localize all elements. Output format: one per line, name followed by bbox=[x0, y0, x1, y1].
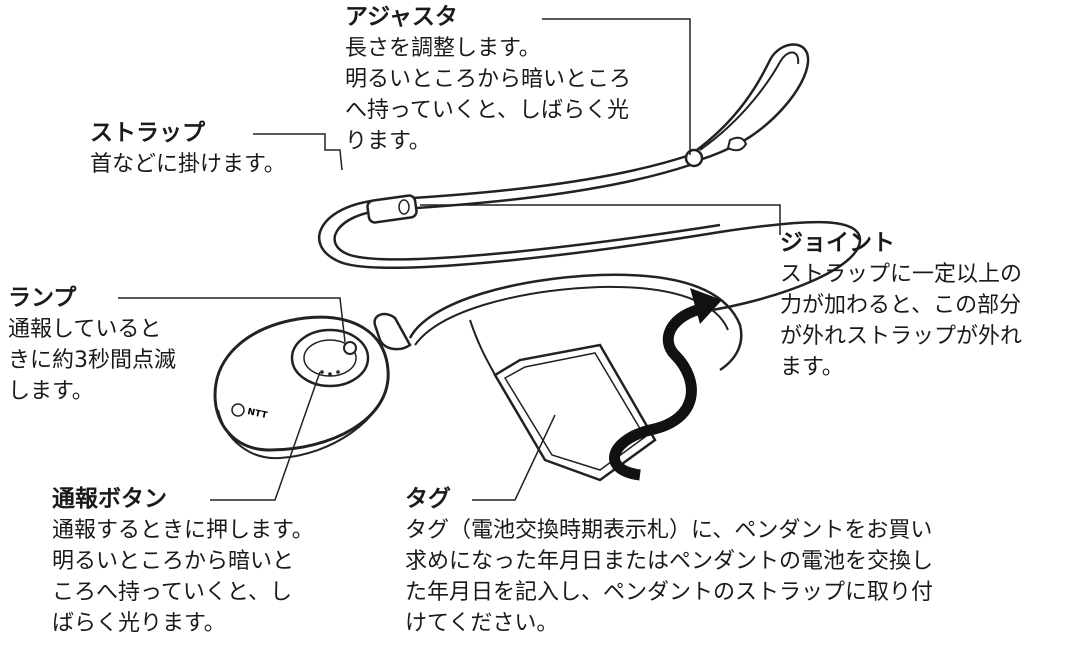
adjuster-bead bbox=[684, 148, 704, 168]
strap-loop bbox=[318, 153, 862, 314]
label-tag: タグ タグ（電池交換時期表示札）に、ペンダントをお買い 求めになった年月日または… bbox=[405, 484, 933, 639]
ntt-logo-icon bbox=[231, 403, 245, 417]
joint-desc: ストラップに一定以上の 力が加わると、この部分 が外れストラップが外れ ます。 bbox=[780, 262, 1023, 380]
strap-top-loop-inner bbox=[699, 51, 800, 151]
leader-joint bbox=[420, 204, 781, 235]
tag-card bbox=[493, 343, 657, 482]
adjuster-title: アジャスタ bbox=[345, 4, 458, 30]
lamp-title: ランプ bbox=[8, 285, 77, 311]
label-call-button: 通報ボタン 通報するときに押します。 明るいところから暗いと ころへ持っていくと… bbox=[52, 484, 314, 639]
label-lamp: ランプ 通報していると きに約3秒間点滅 します。 bbox=[8, 283, 176, 407]
joint-title: ジョイント bbox=[780, 230, 895, 256]
arrow-head-icon bbox=[690, 288, 722, 324]
lamp-indicator bbox=[343, 341, 357, 355]
knot-icon bbox=[726, 136, 748, 152]
pendant-device: NTT bbox=[213, 315, 390, 460]
joint-part bbox=[366, 194, 418, 224]
label-adjuster: アジャスタ 長さを調整します。 明るいところから暗いところ へ持っていくと、しば… bbox=[345, 2, 631, 157]
leader-adjuster bbox=[542, 18, 691, 155]
leader-call-button bbox=[210, 371, 321, 501]
label-strap: ストラップ 首などに掛けます。 bbox=[90, 118, 286, 180]
device-logo: NTT bbox=[246, 407, 269, 421]
tag-desc: タグ（電池交換時期表示札）に、ペンダントをお買い 求めになった年月日またはペンダ… bbox=[405, 518, 934, 636]
leader-tag bbox=[472, 414, 556, 501]
leader-lamp bbox=[118, 297, 346, 343]
strap-top-loop bbox=[689, 43, 810, 164]
detach-arrow bbox=[609, 302, 707, 481]
label-joint: ジョイント ストラップに一定以上の 力が加わると、この部分 が外れストラップが外… bbox=[780, 228, 1022, 383]
strap-lower bbox=[408, 273, 743, 372]
leader-strap bbox=[253, 133, 343, 171]
call-button-desc: 通報するときに押します。 明るいところから暗いと ころへ持っていくと、し ばらく… bbox=[52, 518, 314, 636]
lamp-desc: 通報していると きに約3秒間点滅 します。 bbox=[8, 317, 176, 404]
strap-desc: 首などに掛けます。 bbox=[90, 152, 286, 177]
adjuster-desc: 長さを調整します。 明るいところから暗いところ へ持っていくと、しばらく光 りま… bbox=[345, 36, 632, 154]
call-button-title: 通報ボタン bbox=[52, 486, 167, 512]
tag-cord bbox=[469, 319, 496, 376]
strap-title: ストラップ bbox=[90, 120, 205, 146]
tag-title: タグ bbox=[405, 486, 451, 512]
strap-loop-inner bbox=[333, 163, 721, 261]
